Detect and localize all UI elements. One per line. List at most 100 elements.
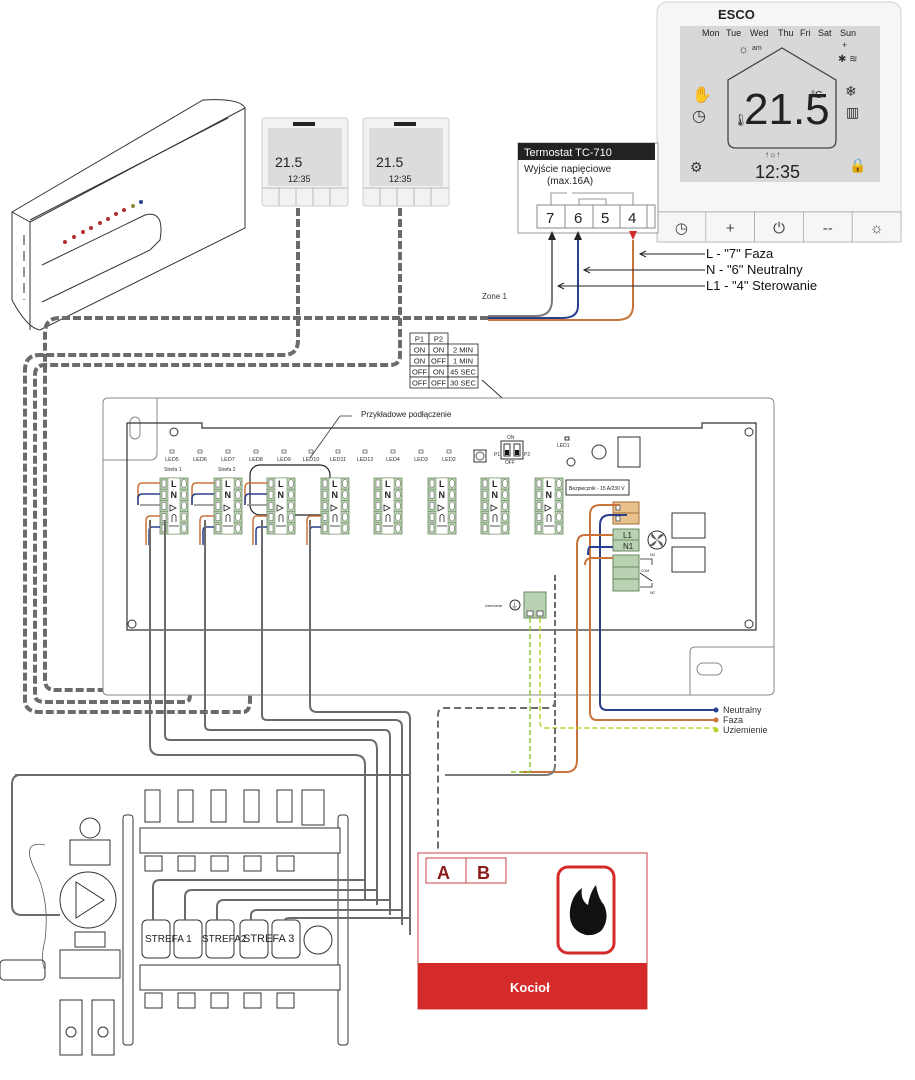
zone-terminal-block: LN (373, 477, 403, 535)
dip-table-header: P2 (434, 335, 443, 344)
thermostat-small-1[interactable]: 21.5 12:35 (261, 117, 349, 207)
terminal-n-label: N (439, 490, 446, 500)
tc710-terminal-7: 7 (546, 210, 554, 227)
led-indicator (362, 449, 368, 454)
legend-label-faza: Faza (723, 715, 743, 725)
actuator-icon (490, 514, 500, 527)
tc710-terminal-6: 6 (574, 210, 582, 227)
actuator-label-2: STREFA2 (202, 934, 247, 945)
dip-p2-label: P2 (524, 452, 530, 458)
tc710-subtitle-1: Wyjście napięciowe (524, 164, 612, 175)
dip-table-cell: ON (433, 346, 444, 355)
terminal-l-label: L (225, 479, 231, 489)
actuator-icon (169, 514, 179, 527)
lcd-day-thu: Thu (778, 28, 794, 38)
house-outline (727, 47, 837, 149)
actuator-icon (383, 514, 393, 527)
dip-table-cell: OFF (412, 379, 427, 388)
thermostat-small-2[interactable]: 21.5 12:35 (362, 117, 450, 207)
legend-dot-uziemienie (713, 727, 719, 733)
led-indicator (418, 449, 424, 454)
legend-dot-neutralny (713, 707, 719, 713)
actuator-icon (330, 514, 340, 527)
board-dip-switch[interactable]: ON P1 P2 OFF (494, 435, 530, 466)
brightness-button[interactable]: ☼ (851, 211, 902, 243)
thermostat-buttons: ◷+ ⏻ --☼ (656, 211, 902, 243)
thermometer-icon: 🌡 (733, 113, 748, 127)
zone-terminal-block: LN (427, 477, 457, 535)
ground-wires (510, 618, 716, 773)
dip-on-label: ON (507, 435, 515, 441)
terminal-n-label: N (278, 490, 285, 500)
lock-icon: 🔒 (849, 157, 866, 174)
board-component-b (671, 546, 706, 573)
power-icon: ⏻ (773, 220, 785, 237)
led-indicator (390, 449, 396, 454)
example-connection-label: Przykładowe podłączenie (361, 410, 452, 419)
board-capacitor (591, 444, 607, 460)
tc710-subtitle-2: (max.16A) (547, 176, 593, 187)
lcd-day-sun: Sun (840, 28, 856, 38)
pump-arrow-icon (330, 504, 338, 512)
lcd-day-tue: Tue (726, 28, 741, 38)
led-indicator (308, 449, 314, 454)
dip-table-cell: ON (433, 368, 444, 377)
dip-table-cell: OFF (412, 368, 427, 377)
power-button[interactable]: ⏻ (754, 211, 804, 243)
terminal-n-label: N (492, 490, 499, 500)
pump-cable-2 (11, 774, 60, 916)
arrow-up-6-icon (574, 231, 582, 240)
led1-label: LED1 (557, 443, 570, 449)
led-label-led12: LED12 (357, 457, 374, 463)
reset-button[interactable] (473, 449, 487, 463)
terminal-l-label: L (439, 479, 445, 489)
terminal-l-label: L (332, 479, 338, 489)
tc710-terminal-5: 5 (601, 210, 609, 227)
dip-table-cell: ON (414, 357, 425, 366)
led-indicator (446, 449, 452, 454)
terminal-l-label: L (171, 479, 177, 489)
controller-leds (63, 200, 143, 244)
lcd-clock: 12:35 (755, 162, 800, 182)
small-thermostat-1-clock: 12:35 (288, 174, 311, 184)
dip-table-cell: OFF (431, 357, 446, 366)
led-label-led8: LED8 (249, 457, 263, 463)
clock-button[interactable]: ◷ (656, 211, 707, 243)
led-indicator (225, 449, 231, 454)
ground-terminal: Uziemienie ⏚ (485, 591, 547, 619)
terminal-n-label: N (225, 490, 232, 500)
led-label-led9: LED9 (277, 457, 291, 463)
actuator-label-1: STREFA 1 (145, 934, 192, 945)
tc710-title: Termostat TC-710 (524, 147, 612, 159)
led-indicator (169, 449, 175, 454)
zone-terminal-block: LN (266, 477, 296, 535)
actuator-cables (149, 520, 411, 935)
zone-terminal-block: LN (480, 477, 510, 535)
relay-com-label: COM (641, 569, 649, 573)
plus-button[interactable]: + (705, 211, 755, 243)
minus-button[interactable]: -- (803, 211, 853, 243)
led1-indicator (564, 436, 570, 441)
small-thermostat-1-temp: 21.5 (275, 154, 302, 170)
dip-table-cell: ON (414, 346, 425, 355)
relay-no-label: NO (650, 553, 656, 557)
zone-2-label: Strefa 2 (218, 467, 236, 473)
pump-terminals: L1 N1 (612, 528, 640, 552)
sun-icon: ☼ (738, 42, 749, 56)
actuator-icon (437, 514, 447, 527)
led-label-led5: LED5 (165, 457, 179, 463)
tc710-terminal-4: 4 (628, 210, 636, 227)
pump-arrow-icon (544, 504, 552, 512)
manifold (0, 789, 349, 1056)
zone-terminal-block: LN (213, 477, 243, 535)
zone-1-label: Strefa 1 (164, 467, 182, 473)
dip-table-cell: 30 SEC (450, 379, 476, 388)
wire-label-sterowanie: L1 - "4" Sterowanie (706, 278, 817, 293)
thermostat-brand: ESCO (718, 7, 755, 22)
terminal-n-label: N (385, 490, 392, 500)
boiler-terminal-a: A (437, 863, 450, 883)
